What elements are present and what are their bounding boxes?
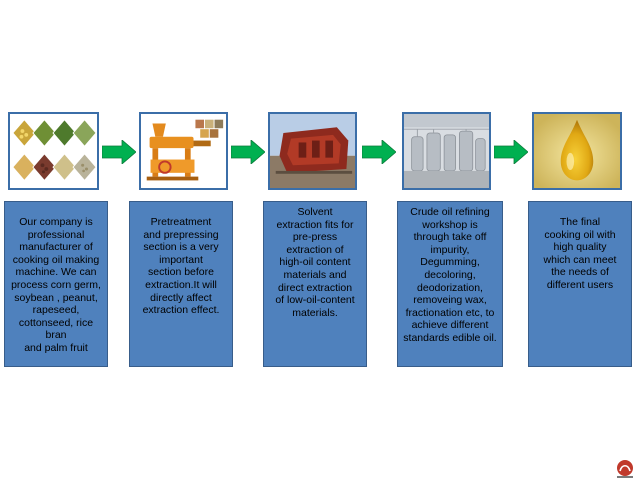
step-3-description: Solvent extraction fits for pre-press ex… bbox=[275, 206, 355, 319]
step-4-description: Crude oil refining workshop is through t… bbox=[403, 206, 497, 344]
step-5-text-box: The final cooking oil with high quality … bbox=[528, 201, 632, 367]
step-2-description: Pretreatment and prepressing section is … bbox=[142, 216, 220, 317]
oil-drop-icon bbox=[532, 112, 622, 190]
step-1-description: Our company is professional manufacturer… bbox=[11, 216, 101, 354]
screw-oil-press-machine-icon bbox=[139, 112, 228, 190]
step-5-description: The final cooking oil with high quality … bbox=[543, 216, 617, 291]
right-arrow-icon bbox=[494, 140, 528, 164]
solvent-extractor-icon bbox=[268, 112, 357, 190]
right-arrow-icon bbox=[102, 140, 136, 164]
step-3-text-box: Solvent extraction fits for pre-press ex… bbox=[263, 201, 367, 367]
step-4-text-box: Crude oil refining workshop is through t… bbox=[397, 201, 503, 367]
refinery-tanks-icon bbox=[402, 112, 491, 190]
right-arrow-icon bbox=[231, 140, 265, 164]
step-2-text-box: Pretreatment and prepressing section is … bbox=[129, 201, 233, 367]
brand-logo-icon bbox=[613, 459, 637, 479]
step-1-text-box: Our company is professional manufacturer… bbox=[4, 201, 108, 367]
right-arrow-icon bbox=[362, 140, 396, 164]
oilseeds-collage-icon bbox=[8, 112, 99, 190]
